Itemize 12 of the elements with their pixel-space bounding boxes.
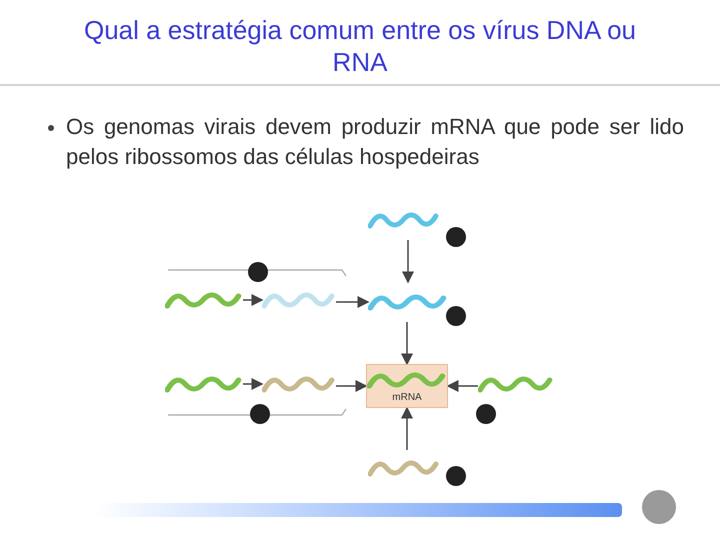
arrow — [336, 380, 368, 392]
arrow — [243, 378, 264, 390]
bullet-text: Os genomas virais devem produzir mRNA que pode ser lido pelos ribossomos das células hospedeiras — [66, 113, 684, 171]
arrow — [401, 406, 413, 450]
node-label: mRNA — [392, 392, 422, 404]
arrow — [336, 296, 370, 308]
arrow — [446, 380, 478, 392]
arrow — [243, 294, 264, 306]
arrow — [401, 322, 413, 366]
slide-title: Qual a estratégia comum entre os vírus DNA ou RNA — [82, 14, 638, 78]
mrna-box — [366, 364, 448, 408]
arrow — [402, 240, 414, 284]
